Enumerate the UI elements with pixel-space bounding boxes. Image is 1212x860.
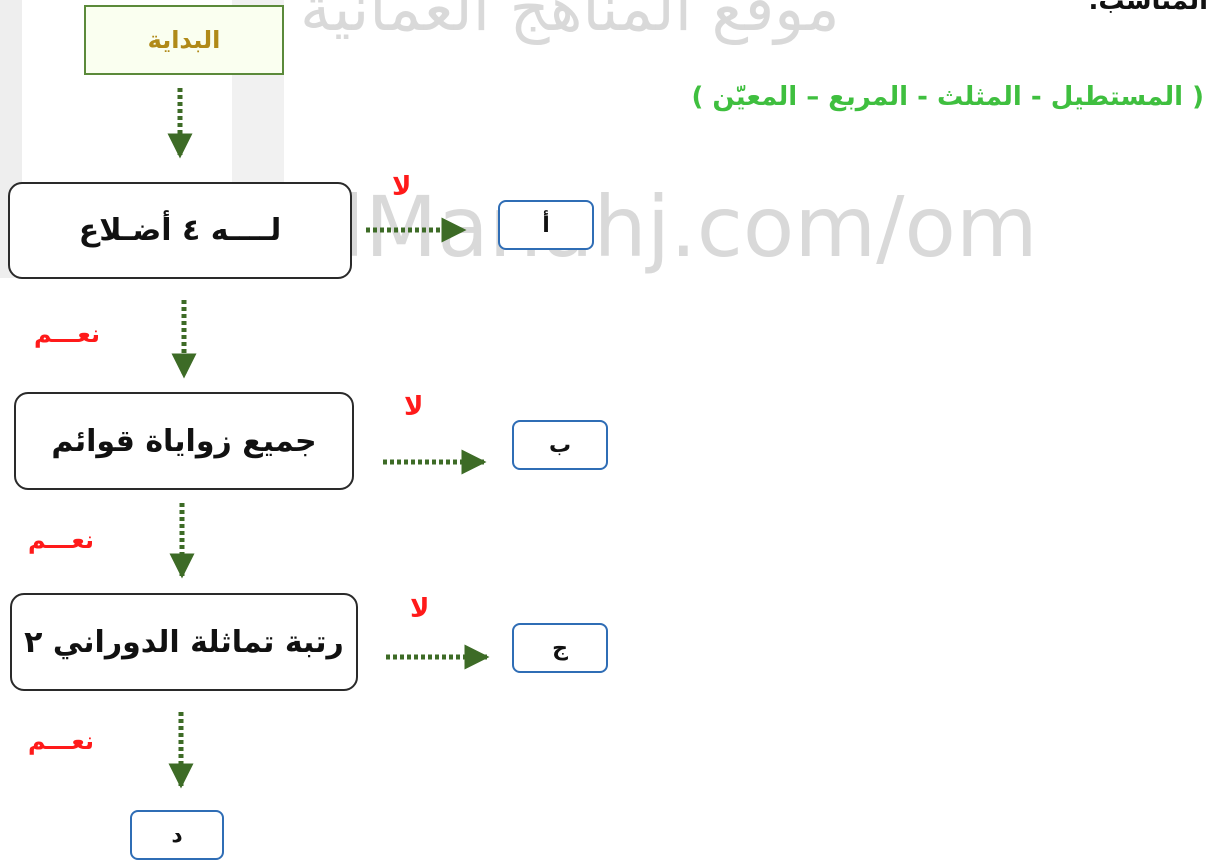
yes-label-2: نعـــم [28, 526, 94, 554]
shape-options: ( المستطيل - المثلث - المربع – المعيّن ) [691, 82, 1204, 112]
start-box: البداية [84, 5, 284, 75]
no-label-3: لا [410, 594, 430, 624]
answer-box-a[interactable]: أ [498, 200, 594, 250]
answer-box-b[interactable]: ب [512, 420, 608, 470]
question-fragment: المناسب. [1088, 0, 1208, 16]
yes-label-3: نعـــم [28, 727, 94, 755]
yes-label-1: نعـــم [34, 320, 100, 348]
decision-rotational-symmetry: رتبة تماثلة الدوراني ٢ [10, 593, 358, 691]
no-label-2: لا [404, 392, 424, 422]
answer-box-d[interactable]: د [130, 810, 224, 860]
answer-box-c[interactable]: ج [512, 623, 608, 673]
decision-four-sides: لــــه ٤ أضـلاع [8, 182, 352, 279]
no-label-1: لا [392, 172, 412, 202]
decision-right-angles: جميع زواياة قوائم [14, 392, 354, 490]
